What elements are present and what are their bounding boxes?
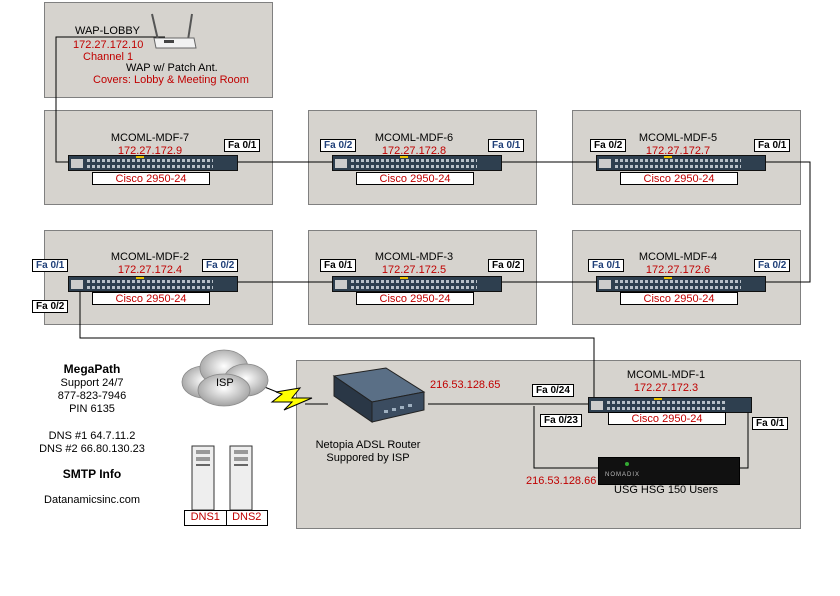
adsl-router-icon bbox=[332, 367, 426, 423]
mdf1-port-fa023: Fa 0/23 bbox=[540, 414, 582, 427]
dns2-label: DNS2 bbox=[232, 511, 262, 523]
dns1-server-icon bbox=[191, 445, 215, 511]
isp-label: ISP bbox=[216, 377, 234, 389]
mdf5-model: Cisco 2950-24 bbox=[620, 172, 738, 185]
mdf6-ip: 172.27.172.8 bbox=[381, 145, 447, 157]
usg-brand: NOMADIX bbox=[605, 472, 641, 478]
mdf6-model: Cisco 2950-24 bbox=[356, 172, 474, 185]
megapath-pin: PIN 6135 bbox=[69, 403, 115, 415]
mdf5-port-fa01: Fa 0/1 bbox=[754, 139, 791, 152]
mdf3-switch-icon bbox=[332, 276, 502, 292]
dns1-label: DNS1 bbox=[185, 511, 227, 525]
mdf7-name: MCOML-MDF-7 bbox=[110, 132, 190, 144]
wap-coverage: Covers: Lobby & Meeting Room bbox=[93, 74, 249, 86]
mdf6-port-fa02: Fa 0/2 bbox=[320, 139, 357, 152]
mdf5-switch-icon bbox=[596, 155, 766, 171]
access-point-icon bbox=[151, 13, 197, 49]
wap-device: WAP w/ Patch Ant. bbox=[126, 62, 218, 74]
mdf3-port-fa02: Fa 0/2 bbox=[488, 259, 525, 272]
mdf3-model: Cisco 2950-24 bbox=[356, 292, 474, 305]
usg-power-led bbox=[625, 462, 629, 466]
megapath-title: MegaPath bbox=[63, 362, 121, 376]
mdf6-port-fa01: Fa 0/1 bbox=[488, 139, 525, 152]
mdf1-ip: 172.27.172.3 bbox=[633, 382, 699, 394]
usg-label: USG HSG 150 Users bbox=[614, 484, 718, 496]
usg-ip: 216.53.128.66 bbox=[526, 475, 597, 487]
mdf3-port-fa01: Fa 0/1 bbox=[320, 259, 357, 272]
mdf1-model: Cisco 2950-24 bbox=[608, 412, 726, 425]
usg-appliance-icon: NOMADIX bbox=[598, 457, 740, 485]
mdf5-name: MCOML-MDF-5 bbox=[638, 132, 718, 144]
dns-label-box: DNS1 DNS2 bbox=[184, 510, 268, 526]
mdf2-model: Cisco 2950-24 bbox=[92, 292, 210, 305]
smtp-host: Datanamicsinc.com bbox=[44, 494, 140, 506]
mdf1-name: MCOML-MDF-1 bbox=[626, 369, 706, 381]
mdf2-name: MCOML-MDF-2 bbox=[110, 251, 190, 263]
mdf7-switch-icon bbox=[68, 155, 238, 171]
mdf4-ip: 172.27.172.6 bbox=[645, 264, 711, 276]
mdf6-name: MCOML-MDF-6 bbox=[374, 132, 454, 144]
megapath-dns2: DNS #2 66.80.130.23 bbox=[39, 443, 145, 455]
mdf2-ip: 172.27.172.4 bbox=[117, 264, 183, 276]
mdf1-port-fa024: Fa 0/24 bbox=[532, 384, 574, 397]
megapath-phone: 877-823-7946 bbox=[57, 390, 127, 402]
mdf3-name: MCOML-MDF-3 bbox=[374, 251, 454, 263]
smtp-title: SMTP Info bbox=[62, 467, 122, 481]
megapath-support: Support 24/7 bbox=[60, 377, 124, 389]
mdf2-port-fa02-uplink: Fa 0/2 bbox=[32, 300, 69, 313]
mdf6-switch-icon bbox=[332, 155, 502, 171]
wap-name: WAP-LOBBY bbox=[75, 25, 140, 37]
mdf4-switch-icon bbox=[596, 276, 766, 292]
mdf3-ip: 172.27.172.5 bbox=[381, 264, 447, 276]
dns2-server-icon bbox=[229, 445, 253, 511]
mdf4-port-fa02: Fa 0/2 bbox=[754, 259, 791, 272]
dns-server-towers bbox=[191, 445, 253, 511]
wap-ip: 172.27.172.10 bbox=[73, 39, 144, 51]
mdf4-model: Cisco 2950-24 bbox=[620, 292, 738, 305]
mdf5-ip: 172.27.172.7 bbox=[645, 145, 711, 157]
mdf1-port-fa01: Fa 0/1 bbox=[752, 417, 789, 430]
megapath-dns1: DNS #1 64.7.11.2 bbox=[48, 430, 136, 442]
mdf2-port-fa01: Fa 0/1 bbox=[32, 259, 69, 272]
router-support: Suppored by ISP bbox=[326, 452, 410, 464]
mdf1-switch-icon bbox=[588, 397, 752, 413]
mdf2-switch-icon bbox=[68, 276, 238, 292]
router-ip: 216.53.128.65 bbox=[430, 379, 501, 391]
mdf4-name: MCOML-MDF-4 bbox=[638, 251, 718, 263]
mdf2-port-fa02-right: Fa 0/2 bbox=[202, 259, 239, 272]
mdf7-port-fa01: Fa 0/1 bbox=[224, 139, 261, 152]
mdf5-port-fa02: Fa 0/2 bbox=[590, 139, 627, 152]
router-name: Netopia ADSL Router bbox=[315, 439, 421, 451]
mdf4-port-fa01: Fa 0/1 bbox=[588, 259, 625, 272]
mdf7-model: Cisco 2950-24 bbox=[92, 172, 210, 185]
